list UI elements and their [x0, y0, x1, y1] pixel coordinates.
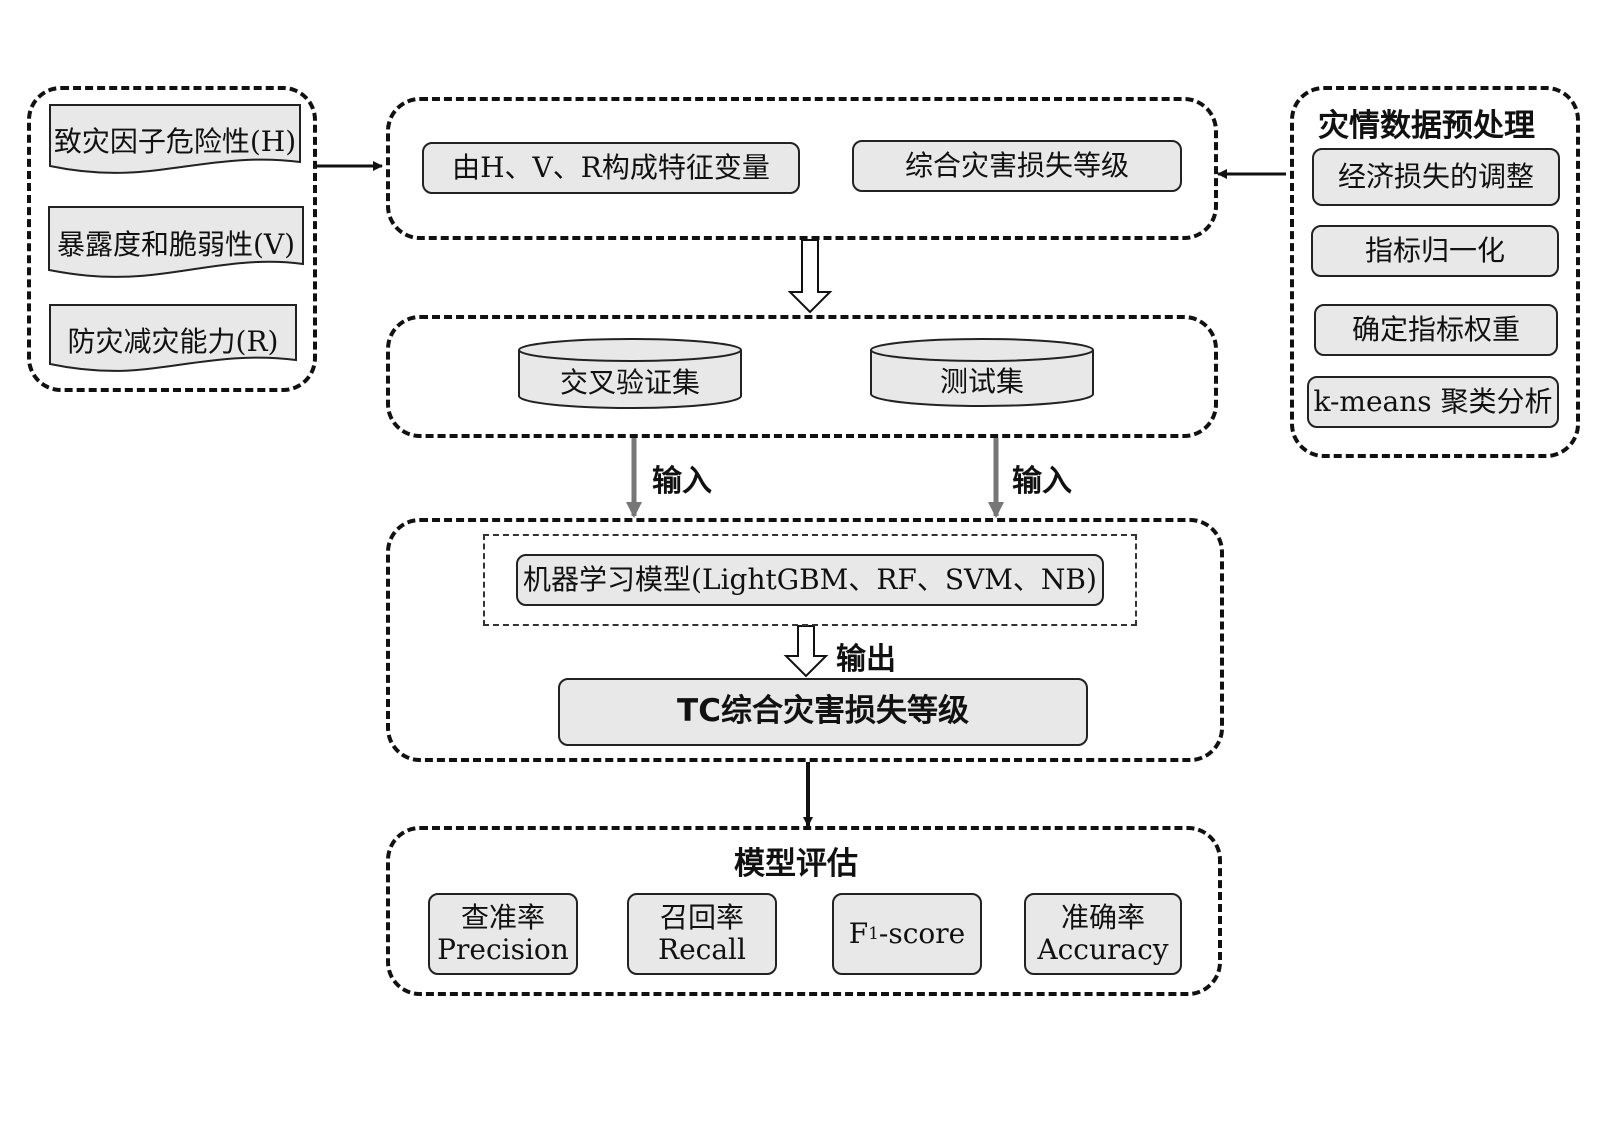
- metric-accuracy-cn: 准确率: [1060, 900, 1145, 934]
- metric-precision-en: Precision: [437, 933, 569, 966]
- model-inner-dotted-frame: [483, 534, 1137, 626]
- cylinder-shape: [870, 338, 1094, 407]
- dataset-group: [386, 315, 1218, 438]
- preprocess-title: 灾情数据预处理: [1318, 108, 1535, 144]
- hollow-arrow-model-to-result: [783, 625, 829, 678]
- metric-recall-cn: 召回率: [659, 900, 744, 934]
- loss-level-box: 综合灾害损失等级: [852, 140, 1182, 192]
- preprocess-step-economic: 经济损失的调整: [1312, 148, 1560, 206]
- resilience-label: 防灾减灾能力(R): [67, 325, 279, 358]
- feature-group: [386, 97, 1218, 240]
- cv-set-label: 交叉验证集: [559, 366, 700, 399]
- preprocess-step-kmeans: k-means 聚类分析: [1307, 376, 1559, 428]
- metric-recall-en: Recall: [658, 933, 746, 966]
- metric-accuracy: 准确率 Accuracy: [1024, 893, 1182, 975]
- wave-doc-shape: [49, 304, 297, 372]
- output-label: 输出: [836, 642, 896, 677]
- preprocess-step-normalize: 指标归一化: [1311, 225, 1559, 277]
- hazard-factor-box: 致灾因子危险性(H): [49, 104, 301, 176]
- test-set-cylinder: 测试集: [870, 338, 1094, 408]
- metric-precision-cn: 查准率: [460, 900, 545, 934]
- exposure-box: 暴露度和脆弱性(V): [48, 206, 304, 280]
- tc-loss-level-box: TC综合灾害损失等级: [558, 678, 1088, 746]
- evaluation-group: [386, 826, 1222, 996]
- input-label-left: 输入: [652, 464, 712, 499]
- hollow-arrow-top-to-dataset: [787, 239, 833, 314]
- input-label-right: 输入: [1012, 464, 1072, 499]
- wave-doc-shape: [48, 206, 304, 278]
- metric-f1-name: F: [848, 916, 869, 950]
- metric-recall: 召回率 Recall: [627, 893, 777, 975]
- feature-variable-box: 由H、V、R构成特征变量: [422, 142, 800, 194]
- resilience-box: 防灾减灾能力(R): [49, 304, 297, 376]
- hazard-factor-label: 致灾因子危险性(H): [53, 125, 297, 158]
- metric-f1-suffix: -score: [878, 916, 966, 950]
- preprocess-step-weights: 确定指标权重: [1314, 304, 1558, 356]
- evaluation-title: 模型评估: [734, 846, 858, 882]
- ml-model-box: 机器学习模型(LightGBM、RF、SVM、NB): [516, 554, 1104, 606]
- cylinder-shape: [518, 338, 742, 409]
- metric-f1-sub: 1: [868, 923, 879, 944]
- model-group: [386, 518, 1224, 762]
- cv-set-cylinder: 交叉验证集: [518, 338, 742, 410]
- wave-doc-shape: [49, 104, 301, 174]
- metric-accuracy-en: Accuracy: [1037, 933, 1169, 966]
- preprocess-group: [1290, 86, 1580, 458]
- metric-precision: 查准率 Precision: [428, 893, 578, 975]
- test-set-label: 测试集: [939, 365, 1024, 398]
- left-factor-group: [27, 86, 317, 392]
- exposure-label: 暴露度和脆弱性(V): [56, 228, 296, 261]
